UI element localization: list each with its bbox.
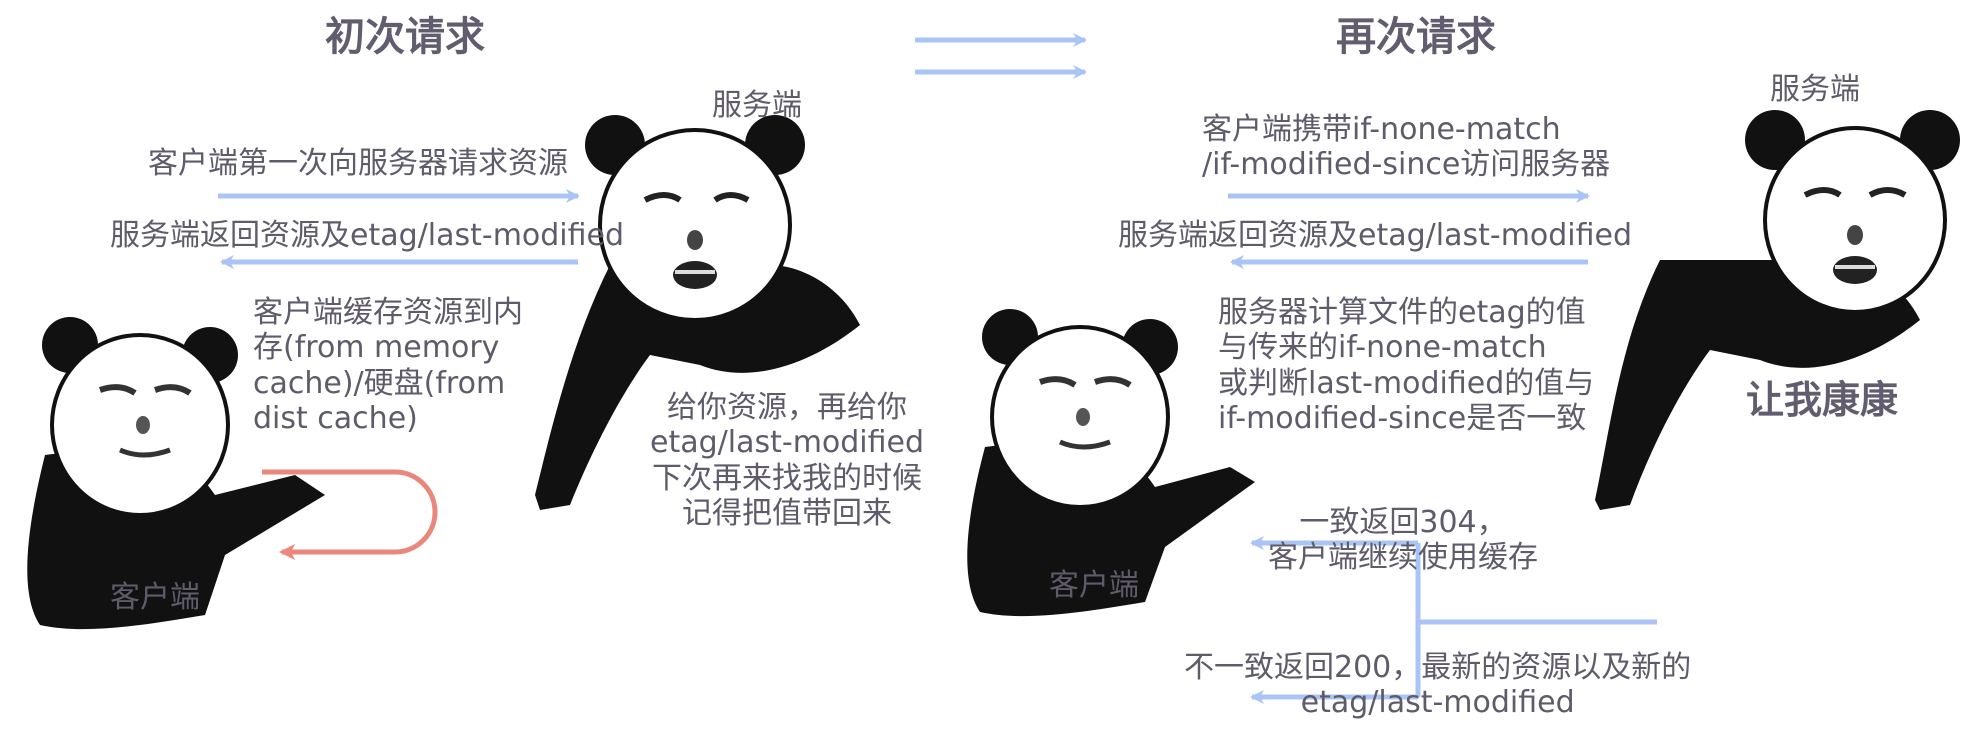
panda-client-right-icon xyxy=(967,309,1255,617)
panda-client-left-icon xyxy=(27,317,326,630)
right-compute-text: 服务器计算文件的etag的值 与传来的if-none-match 或判断last… xyxy=(1218,295,1595,437)
left-title: 初次请求 xyxy=(325,14,485,60)
left-server-speech: 给你资源，再给你 etag/last-modified 下次再来找我的时候 记得… xyxy=(650,390,925,532)
left-server-label: 服务端 xyxy=(712,88,802,123)
right-response-text: 服务端返回资源及etag/last-modified xyxy=(1118,218,1633,253)
left-cache-loop-arrow xyxy=(262,469,438,560)
left-response-text: 服务端返回资源及etag/last-modified xyxy=(110,218,625,253)
right-request-text: 客户端携带if-none-match /if-modified-since访问服… xyxy=(1202,112,1611,183)
panda-server-right-icon xyxy=(1595,110,1960,510)
right-client-label: 客户端 xyxy=(1049,568,1139,603)
left-cache-text: 客户端缓存资源到内 存(from memory cache)/硬盘(from d… xyxy=(253,295,523,437)
right-match-text: 一致返回304， 客户端继续使用缓存 xyxy=(1268,505,1538,576)
right-title: 再次请求 xyxy=(1336,14,1496,60)
panda-server-left-icon xyxy=(535,115,860,510)
right-branch-arrows xyxy=(1250,536,1657,704)
left-client-label: 客户端 xyxy=(110,580,200,615)
left-request-text: 客户端第一次向服务器请求资源 xyxy=(148,146,568,181)
transition-arrow xyxy=(915,33,1087,79)
right-mismatch-text: 不一致返回200，最新的资源以及新的 etag/last-modified xyxy=(1184,650,1692,721)
right-server-speech: 让我康康 xyxy=(1746,378,1899,422)
right-server-label: 服务端 xyxy=(1770,72,1860,107)
